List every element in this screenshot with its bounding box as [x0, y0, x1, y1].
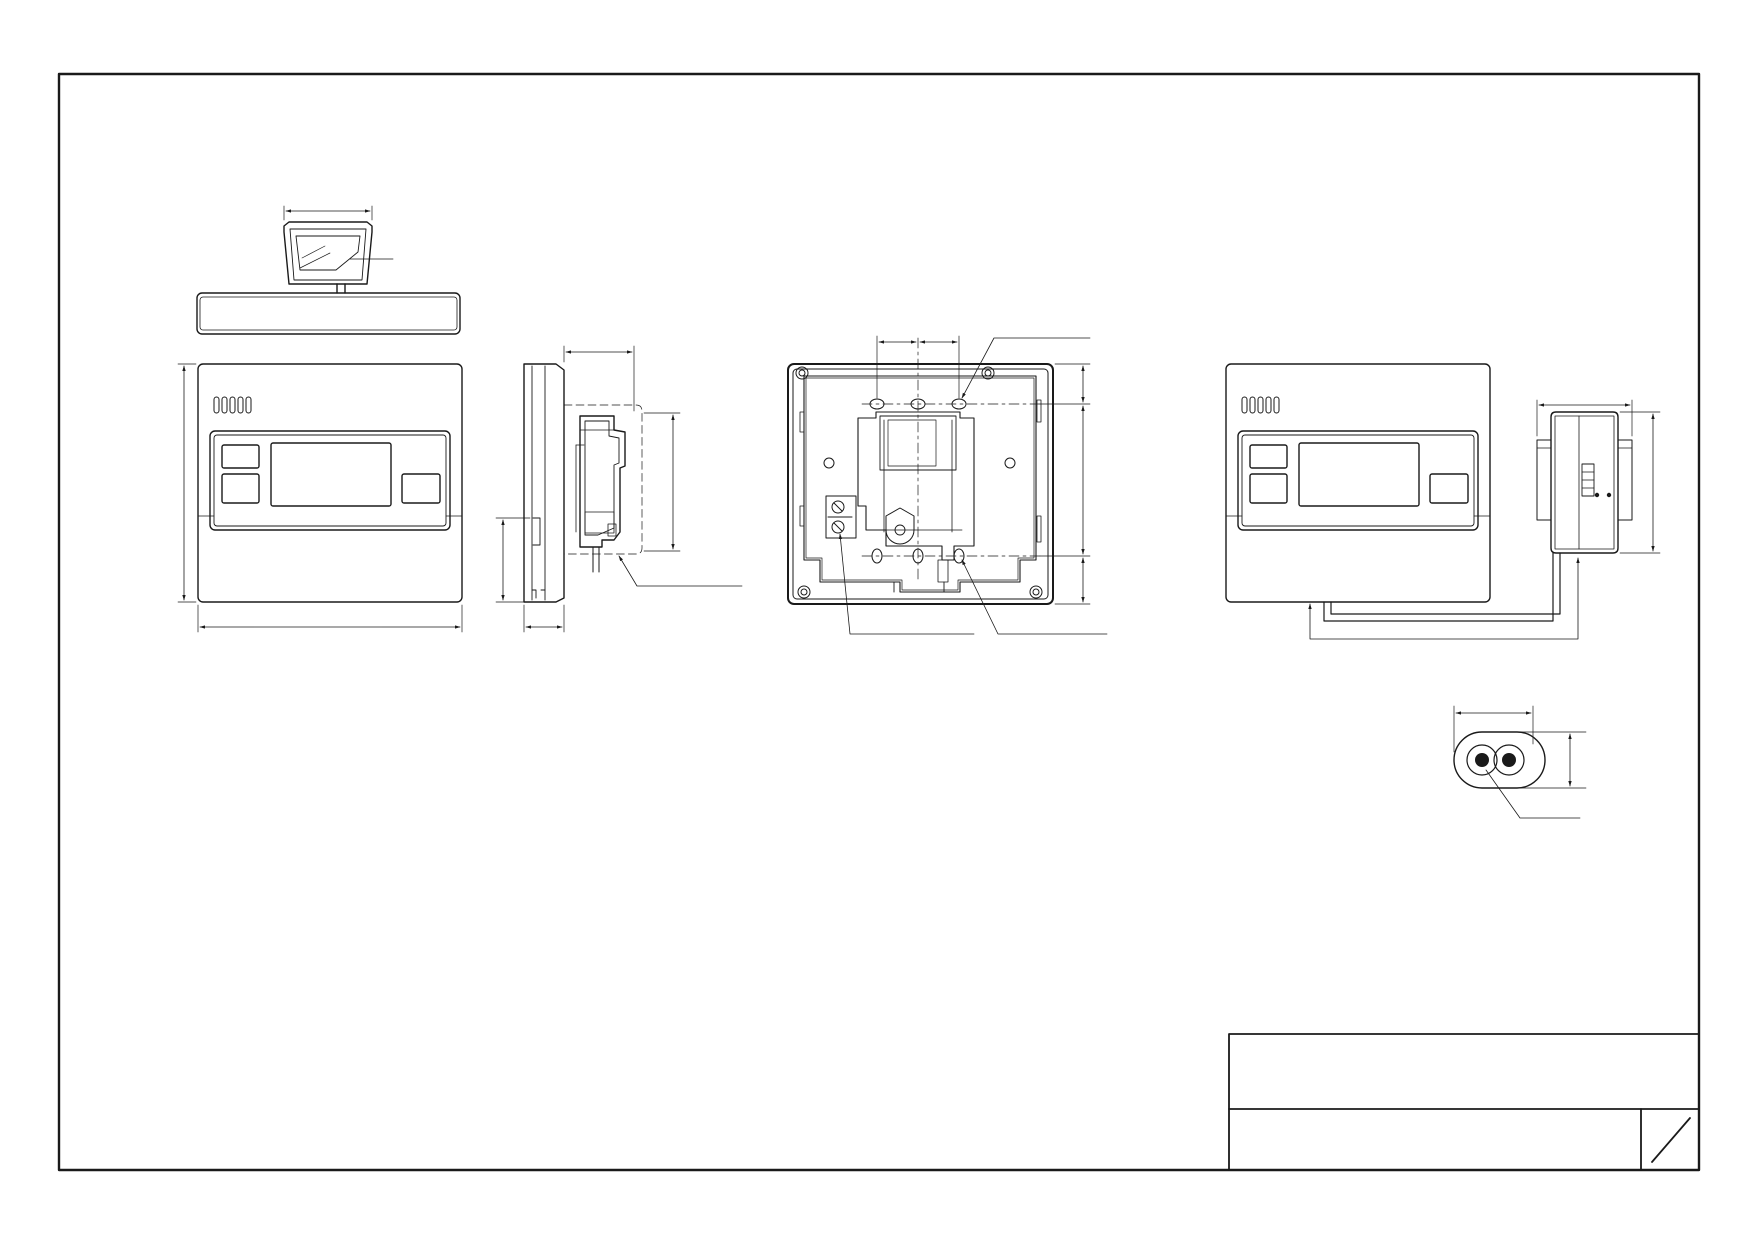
corner-screws — [795, 366, 1043, 599]
rear-view-plate — [803, 375, 1037, 593]
connection-cable — [1323, 552, 1561, 622]
conductor-right — [1493, 744, 1525, 776]
side-view-body — [523, 363, 565, 603]
front-view — [177, 363, 463, 633]
front-view-with-module — [1225, 363, 1661, 640]
rear-view — [787, 335, 1108, 635]
top-view-body — [196, 292, 461, 335]
rear-view-body — [787, 363, 1054, 605]
conductor-left — [1466, 744, 1498, 776]
external-module — [1550, 411, 1619, 554]
side-view-leader — [618, 555, 743, 587]
sheet-slash — [1651, 1117, 1691, 1163]
button-right — [401, 473, 441, 504]
cable-section — [1453, 705, 1587, 819]
button-left-top — [221, 444, 260, 469]
front-view-body — [197, 363, 463, 603]
sheet-border — [57, 72, 1701, 1172]
rear-view-leader-terminal — [838, 533, 975, 635]
mount-hole-left — [823, 457, 835, 469]
cable-sheath — [1453, 731, 1546, 789]
rear-view-bracket — [857, 411, 975, 561]
terminal-block — [825, 495, 857, 539]
rear-view-leader-top — [961, 337, 1091, 399]
cable-length-dim — [1308, 557, 1580, 640]
front-view-panel — [209, 430, 451, 531]
mount-hole-right — [1004, 457, 1016, 469]
side-view — [495, 345, 743, 633]
vent-slots — [213, 396, 252, 414]
button-left-bottom — [221, 473, 260, 504]
lcd-display — [270, 442, 392, 507]
vent-slots-2 — [1241, 396, 1280, 414]
top-view-module — [283, 221, 373, 285]
cable-leader — [1485, 769, 1581, 819]
title-block — [1228, 1033, 1700, 1171]
rear-view-leader-bottom-hole — [961, 559, 1108, 635]
cable-clamp — [885, 507, 915, 545]
top-view — [196, 205, 461, 335]
side-view-module — [579, 415, 626, 548]
